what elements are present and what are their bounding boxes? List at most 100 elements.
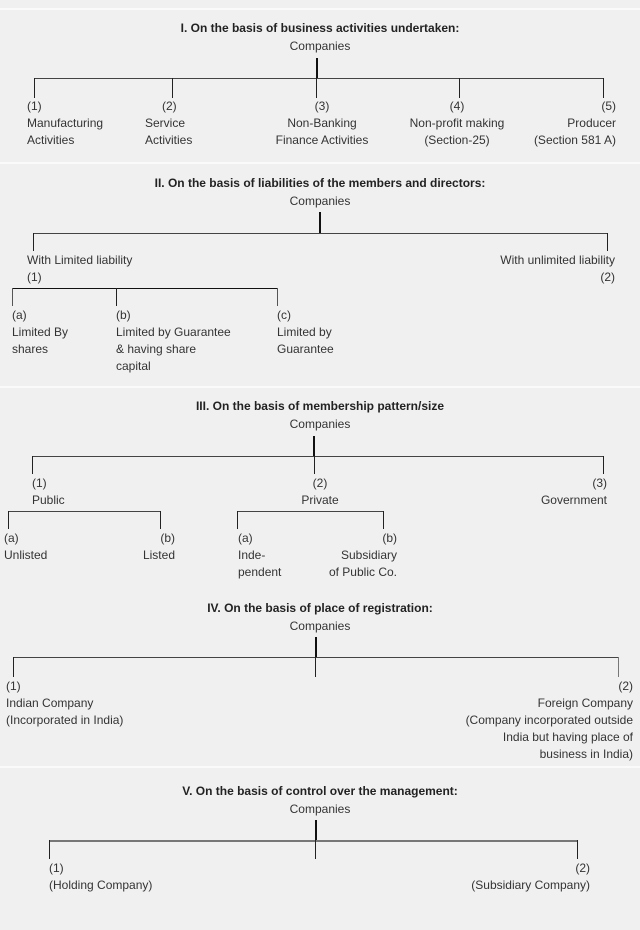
node-label: India but having place of bbox=[502, 730, 633, 744]
connector-branch bbox=[618, 657, 619, 677]
connector-branch bbox=[8, 511, 9, 529]
node-number: (3) bbox=[592, 476, 607, 490]
node-number: (1) bbox=[27, 270, 42, 284]
connector-branch bbox=[315, 657, 316, 677]
connector-bus bbox=[12, 288, 278, 289]
root-node: Companies bbox=[289, 194, 351, 208]
node-number: (1) bbox=[32, 476, 47, 490]
node-number: (2) bbox=[600, 270, 615, 284]
node-number: (2) bbox=[312, 476, 328, 490]
connector-branch bbox=[34, 78, 35, 98]
node-label: business in India) bbox=[539, 747, 633, 761]
node-number: (a) bbox=[4, 531, 19, 545]
node-number: (b) bbox=[160, 531, 175, 545]
section-divider bbox=[0, 8, 640, 10]
section-title: IV. On the basis of place of registratio… bbox=[207, 601, 433, 615]
node-label: Foreign Company bbox=[537, 696, 633, 710]
root-node: Companies bbox=[289, 619, 351, 633]
node-label: (Holding Company) bbox=[49, 878, 153, 892]
node-number: (5) bbox=[601, 99, 616, 113]
section-title: V. On the basis of control over the mana… bbox=[182, 784, 458, 798]
node-label: With Limited liability bbox=[27, 253, 133, 267]
node-label: Finance Activities bbox=[275, 133, 369, 147]
section-5-panel bbox=[2, 768, 640, 930]
node-label: Service bbox=[145, 116, 186, 130]
connector-branch bbox=[33, 233, 34, 251]
node-label: Activities bbox=[145, 133, 193, 147]
node-label: Non-profit making bbox=[409, 116, 505, 130]
node-label: Activities bbox=[27, 133, 75, 147]
connector-bus bbox=[13, 657, 619, 658]
node-label: Manufacturing bbox=[27, 116, 104, 130]
node-number: (a) bbox=[238, 531, 253, 545]
root-node: Companies bbox=[289, 802, 351, 816]
connector-branch bbox=[49, 840, 50, 859]
node-label: Limited By bbox=[12, 325, 69, 339]
node-label: Subsidiary bbox=[340, 548, 397, 562]
node-label: pendent bbox=[238, 565, 282, 579]
node-label: Producer bbox=[567, 116, 616, 130]
node-label: Limited by bbox=[277, 325, 332, 339]
root-node: Companies bbox=[289, 417, 351, 431]
node-label: Inde- bbox=[238, 548, 266, 562]
connector-bus bbox=[237, 511, 384, 512]
node-label: Guarantee bbox=[277, 342, 334, 356]
node-number: (a) bbox=[12, 308, 27, 322]
connector-stem bbox=[313, 436, 315, 457]
node-number: (3) bbox=[314, 99, 330, 113]
connector-branch bbox=[459, 78, 460, 98]
node-label: Public bbox=[32, 493, 65, 507]
section-1-panel bbox=[2, 10, 640, 162]
node-label: Indian Company bbox=[6, 696, 94, 710]
node-label: (Incorporated in India) bbox=[6, 713, 124, 727]
connector-branch bbox=[160, 511, 161, 529]
node-number: (1) bbox=[6, 679, 21, 693]
node-label: (Subsidiary Company) bbox=[471, 878, 590, 892]
connector-branch bbox=[12, 288, 13, 306]
node-label: (Section 581 A) bbox=[533, 133, 616, 147]
node-label: Non-Banking bbox=[287, 116, 357, 130]
node-number: (2) bbox=[575, 861, 590, 875]
section-3-4-panel bbox=[2, 388, 640, 766]
connector-branch bbox=[314, 456, 315, 474]
connector-branch bbox=[315, 840, 316, 859]
node-number: (c) bbox=[277, 308, 291, 322]
connector-branch bbox=[607, 233, 608, 251]
node-number: (b) bbox=[116, 308, 131, 322]
node-label: Limited by Guarantee bbox=[116, 325, 231, 339]
connector-stem bbox=[315, 820, 317, 841]
node-number: (2) bbox=[162, 99, 177, 113]
section-divider bbox=[0, 386, 640, 388]
node-label: capital bbox=[116, 359, 151, 373]
connector-bus bbox=[34, 78, 604, 79]
section-title: I. On the basis of business activities u… bbox=[180, 21, 460, 35]
node-number: (1) bbox=[27, 99, 42, 113]
node-number: (b) bbox=[382, 531, 397, 545]
connector-bus bbox=[8, 511, 161, 512]
node-label: Unlisted bbox=[4, 548, 48, 562]
node-label: & having share bbox=[116, 342, 197, 356]
connector-bus bbox=[49, 840, 578, 842]
node-label: shares bbox=[12, 342, 49, 356]
connector-branch bbox=[316, 78, 317, 98]
node-label: (Section-25) bbox=[424, 133, 490, 147]
connector-stem bbox=[315, 637, 317, 658]
node-label: (Company incorporated outside bbox=[465, 713, 633, 727]
connector-branch bbox=[603, 456, 604, 474]
connector-branch bbox=[237, 511, 238, 529]
connector-branch bbox=[383, 511, 384, 529]
connector-branch bbox=[13, 657, 14, 677]
node-number: (4) bbox=[449, 99, 465, 113]
section-title: II. On the basis of liabilities of the m… bbox=[154, 176, 486, 190]
connector-bus bbox=[33, 233, 608, 234]
section-divider bbox=[0, 162, 640, 164]
connector-branch bbox=[577, 840, 578, 859]
connector-branch bbox=[172, 78, 173, 98]
connector-branch bbox=[603, 78, 604, 98]
section-title: III. On the basis of membership pattern/… bbox=[195, 399, 445, 413]
node-label: Listed bbox=[142, 548, 175, 562]
node-number: (2) bbox=[618, 679, 633, 693]
node-label: Private bbox=[301, 493, 339, 507]
node-label: of Public Co. bbox=[328, 565, 397, 579]
connector-branch bbox=[277, 288, 278, 306]
